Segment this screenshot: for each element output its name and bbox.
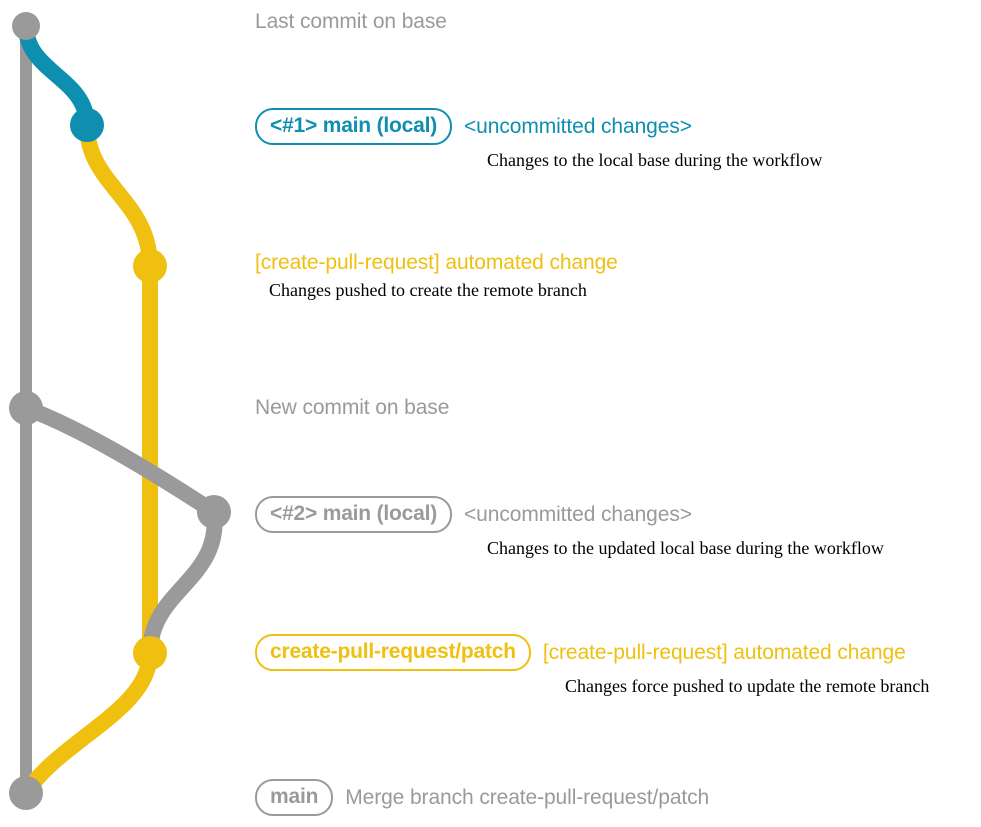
description-uncommitted-2: Changes to the updated local base during…: [487, 538, 884, 559]
branch-pill-main-local-1[interactable]: <#1> main (local): [255, 108, 453, 146]
remote-branch-edge-out: [18, 400, 222, 520]
headline-automated-change-2: create-pull-request/patch [create-pull-r…: [255, 634, 906, 672]
label-new-commit-on-base: New commit on base: [255, 396, 450, 419]
row-automated-change-1: [create-pull-request] automated change C…: [255, 251, 618, 301]
headline-new-commit-on-base: New commit on base: [255, 396, 449, 420]
label-automated-change-2: [create-pull-request] automated change: [542, 640, 906, 664]
row-merge-branch: main Merge branch create-pull-request/pa…: [255, 779, 710, 817]
commit-node-merge-main[interactable]: [9, 776, 43, 810]
description-automated-change-2: Changes force pushed to update the remot…: [565, 676, 930, 697]
headline-uncommitted-1: <#1> main (local) <uncommitted changes>: [255, 108, 692, 146]
label-uncommitted-changes-2: <uncommitted changes>: [464, 502, 692, 526]
branch-pill-main[interactable]: main: [255, 779, 334, 817]
label-automated-change-1: [create-pull-request] automated change: [255, 251, 618, 274]
label-merge-branch: Merge branch create-pull-request/patch: [345, 785, 710, 809]
row-new-commit-on-base: New commit on base: [255, 396, 449, 420]
headline-last-commit-on-base: Last commit on base: [255, 10, 447, 34]
yellow-lane-edge-lower: [18, 645, 158, 801]
commit-node-new-commit-on-base[interactable]: [9, 391, 43, 425]
headline-merge-branch: main Merge branch create-pull-request/pa…: [255, 779, 710, 817]
label-uncommitted-changes-1: <uncommitted changes>: [464, 114, 692, 138]
remote-branch-edge-in: [142, 504, 223, 661]
branch-pill-main-local-2[interactable]: <#2> main (local): [255, 496, 453, 534]
description-uncommitted-1: Changes to the local base during the wor…: [487, 150, 823, 171]
commit-node-automated-change-1[interactable]: [133, 249, 167, 283]
commit-node-main-local-2[interactable]: [197, 495, 231, 529]
headline-automated-change-1: [create-pull-request] automated change: [255, 251, 618, 275]
row-automated-change-2: create-pull-request/patch [create-pull-r…: [255, 634, 929, 697]
yellow-lane-edge-upper: [79, 117, 158, 274]
blue-branch-edge: [18, 18, 95, 133]
row-uncommitted-1: <#1> main (local) <uncommitted changes> …: [255, 108, 822, 171]
commit-node-last-commit-on-base[interactable]: [12, 12, 40, 40]
commit-node-main-local-1[interactable]: [70, 108, 104, 142]
headline-uncommitted-2: <#2> main (local) <uncommitted changes>: [255, 496, 692, 534]
commit-node-automated-change-2[interactable]: [133, 636, 167, 670]
branch-pill-create-pull-request-patch[interactable]: create-pull-request/patch: [255, 634, 531, 672]
label-last-commit-on-base: Last commit on base: [255, 10, 447, 33]
row-uncommitted-2: <#2> main (local) <uncommitted changes> …: [255, 496, 884, 559]
row-last-commit-on-base: Last commit on base: [255, 10, 447, 34]
description-automated-change-1: Changes pushed to create the remote bran…: [269, 280, 587, 300]
